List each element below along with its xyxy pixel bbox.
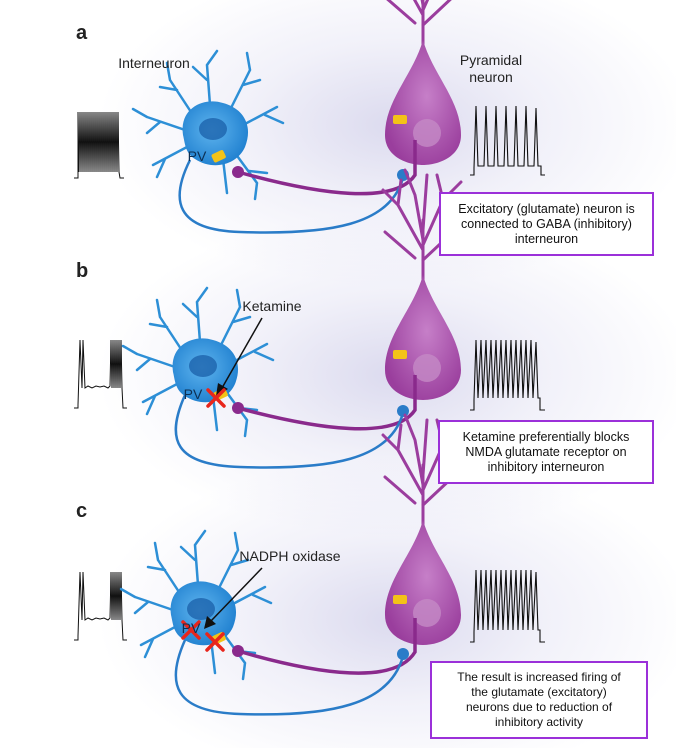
trace-interneuron-c <box>74 571 127 641</box>
axon-blue-c <box>174 639 405 716</box>
note-b-line1: Ketamine preferentially blocks <box>462 430 630 444</box>
note-b-line3: inhibitory interneuron <box>487 460 605 474</box>
note-c: The result is increased firing of the gl… <box>430 661 648 739</box>
block-x-b <box>206 388 226 408</box>
panel-b-graphics <box>74 168 545 469</box>
ketamine-pointer <box>221 317 263 389</box>
note-c-line2: the glutamate (excitatory) <box>471 685 607 699</box>
note-a-line2: connected to GABA (inhibitory) <box>461 217 632 231</box>
note-a: Excitatory (glutamate) neuron is connect… <box>439 192 654 256</box>
ketamine-label: Ketamine <box>242 298 302 314</box>
panel-c-graphics <box>74 413 545 716</box>
pyramidal-label-line2: neuron <box>469 69 513 85</box>
note-a-line3: interneuron <box>514 232 579 246</box>
axon-purple-c <box>237 618 417 675</box>
interneuron-label: Interneuron <box>118 55 190 71</box>
note-c-line4: inhibitory activity <box>494 715 584 729</box>
trace-interneuron-a <box>74 111 124 179</box>
panel-letter-c: c <box>76 500 88 522</box>
note-a-line1: Excitatory (glutamate) neuron is <box>458 202 635 216</box>
trace-pyramidal-c <box>470 569 545 643</box>
pv-label-c: PV <box>181 620 201 636</box>
pv-label-a: PV <box>187 148 207 164</box>
block-x-c-receptor <box>205 632 225 652</box>
note-b: Ketamine preferentially blocks NMDA glut… <box>438 420 654 484</box>
note-c-line3: neurons due to reduction of <box>465 700 613 714</box>
note-c-line1: The result is increased firing of <box>457 670 621 684</box>
receptor-a <box>211 150 226 163</box>
axon-blue-b <box>174 394 405 469</box>
panel-letter-b: b <box>76 260 89 282</box>
pv-label-b: PV <box>183 386 203 402</box>
note-b-line2: NMDA glutamate receptor on <box>465 445 627 459</box>
panel-letter-a: a <box>76 22 88 44</box>
axon-purple-b <box>237 375 417 431</box>
nadph-label: NADPH oxidase <box>239 548 341 564</box>
block-x-c-pv <box>181 620 201 640</box>
trace-pyramidal-a <box>470 105 545 176</box>
pyramidal-label: Pyramidal neuron <box>446 52 536 86</box>
pyramidal-label-line1: Pyramidal <box>459 52 523 68</box>
axon-blue-a <box>178 159 405 234</box>
nadph-pointer <box>209 567 263 623</box>
trace-interneuron-b <box>74 339 127 409</box>
trace-pyramidal-b <box>470 339 545 411</box>
